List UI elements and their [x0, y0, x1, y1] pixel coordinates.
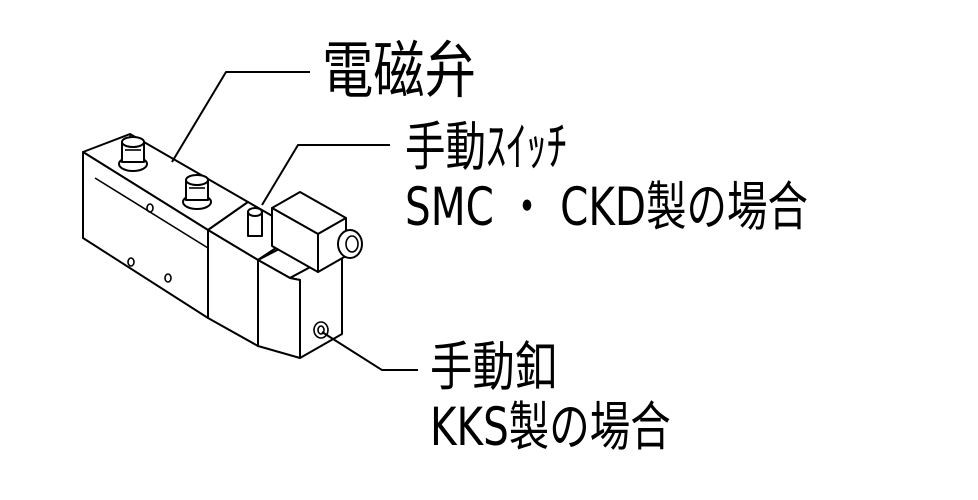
- leader-line-switch: [261, 144, 390, 206]
- leader-line-solenoid: [171, 71, 310, 163]
- leader-line-pin: [321, 331, 418, 371]
- manual-pin-hole: [313, 321, 329, 339]
- solenoid-valve-label: 電磁弁: [322, 34, 476, 107]
- mounting-hole: [127, 257, 135, 267]
- top-button-left: [118, 136, 148, 172]
- manual-switch-label: 手動ｽｲｯﾁ: [405, 115, 567, 178]
- manual-pin-maker-label: KKS製の場合: [430, 395, 671, 458]
- top-button-right: [182, 174, 212, 210]
- mounting-hole: [164, 273, 172, 283]
- manual-pin-label: 手動釦: [430, 335, 557, 398]
- mounting-hole: [146, 203, 154, 213]
- manual-switch-maker-label: SMC ・ CKD製の場合: [405, 175, 809, 238]
- din-connector: [271, 191, 363, 273]
- manual-switch-pin: [247, 207, 263, 237]
